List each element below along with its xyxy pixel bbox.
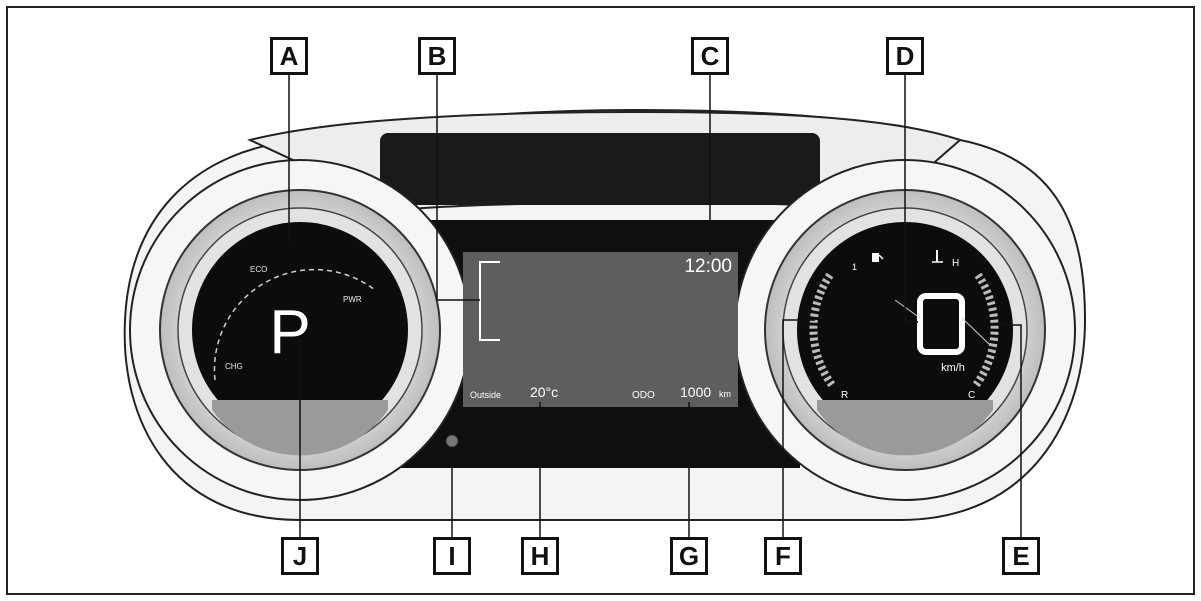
top-warning-panel <box>380 133 820 205</box>
fuel-empty-label: R <box>841 390 848 401</box>
gear-indicator: P <box>269 298 310 367</box>
callout-j: J <box>281 537 319 575</box>
callout-g: G <box>670 537 708 575</box>
multi-info-display <box>463 252 738 407</box>
callout-d: D <box>886 37 924 75</box>
callout-f: F <box>764 537 802 575</box>
temp-cold-label: C <box>968 390 975 401</box>
eco-label: ECO <box>250 265 267 274</box>
clock: 12:00 <box>684 256 732 277</box>
callout-b: B <box>418 37 456 75</box>
chg-label: CHG <box>225 362 243 371</box>
coolant-temp-icon <box>932 250 943 263</box>
light-sensor <box>445 434 459 448</box>
odo-label: ODO <box>632 390 655 401</box>
screen-bracket <box>479 261 500 341</box>
temp-hot-label: H <box>952 258 959 269</box>
callout-c: C <box>691 37 729 75</box>
callout-i: I <box>433 537 471 575</box>
outside-temp-value: 20°c <box>530 384 558 400</box>
left-gauge <box>129 159 471 501</box>
callout-e: E <box>1002 537 1040 575</box>
fuel-full-label: 1 <box>852 262 857 272</box>
odo-unit: km <box>719 389 731 399</box>
odo-value: 1000 <box>680 384 711 400</box>
speed-unit: km/h <box>941 362 965 374</box>
callout-a: A <box>270 37 308 75</box>
diagram-frame <box>6 6 1195 595</box>
outside-temp-label: Outside <box>470 390 501 400</box>
pwr-label: PWR <box>343 295 362 304</box>
leader-lines <box>288 73 1022 538</box>
fuel-pump-icon <box>872 253 884 262</box>
callout-h: H <box>521 537 559 575</box>
